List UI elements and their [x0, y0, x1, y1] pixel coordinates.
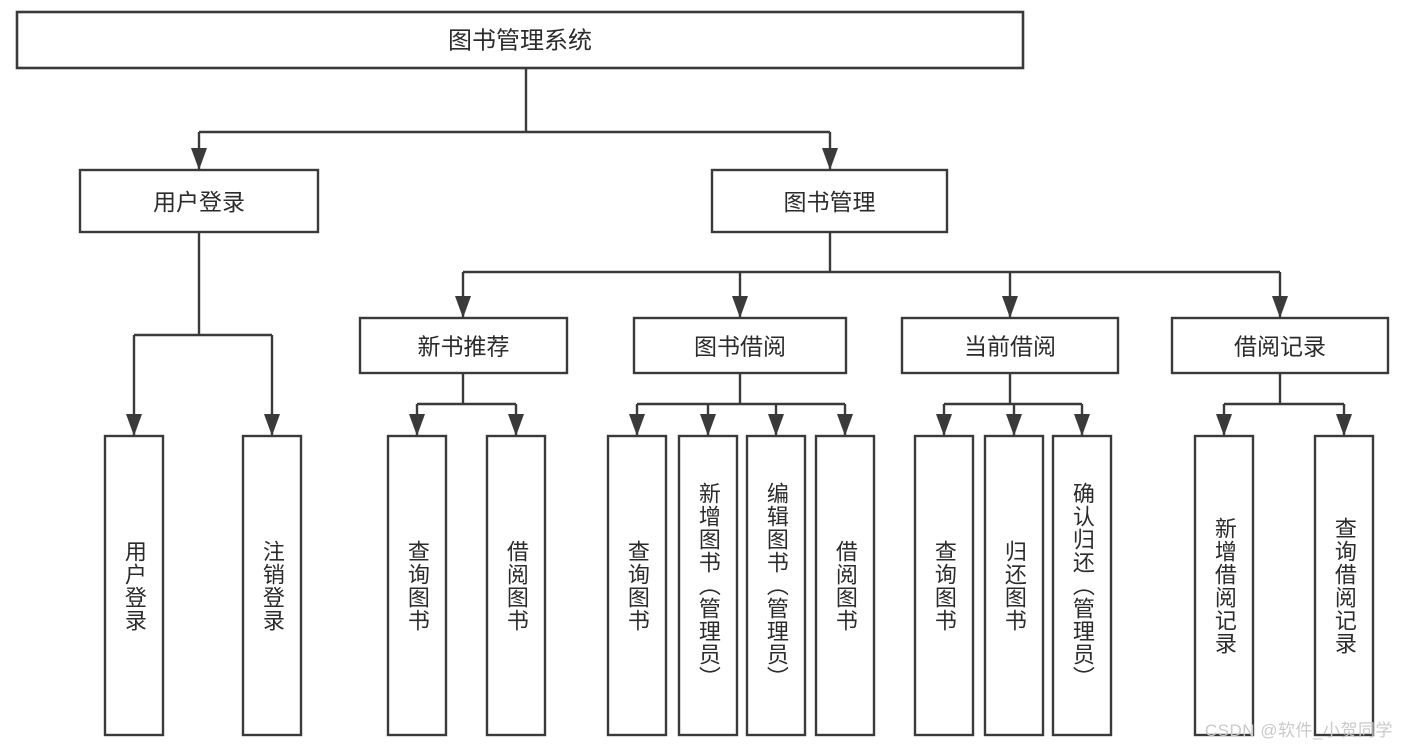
node-box-book-manage[interactable]	[710, 168, 949, 234]
node-leaf-query-book-borrow[interactable]	[606, 434, 668, 737]
node-user-login[interactable]: 用户登录	[78, 168, 320, 234]
node-leaf-add-book-admin[interactable]	[677, 434, 739, 737]
node-box-new-book-recommend[interactable]	[358, 316, 569, 375]
arrow-head-icon	[455, 296, 471, 318]
node-label-book-borrow: 图书借阅	[694, 334, 786, 360]
arrow-head-icon	[700, 414, 716, 436]
arrow-head-icon	[1336, 414, 1352, 436]
node-leaf-query-borrow-record[interactable]	[1313, 434, 1375, 737]
node-leaf-borrow-book-recommend[interactable]	[485, 434, 547, 737]
node-box-book-borrow[interactable]	[632, 316, 848, 375]
node-box-borrow-record[interactable]	[1170, 316, 1390, 375]
node-box-current-borrow[interactable]	[900, 316, 1120, 375]
node-borrow-record[interactable]: 借阅记录	[1170, 316, 1390, 375]
node-leaf-query-book-current[interactable]	[913, 434, 975, 737]
node-box-leaf-borrow-book-recommend[interactable]	[485, 434, 547, 737]
node-book-borrow[interactable]: 图书借阅	[632, 316, 848, 375]
node-book-manage[interactable]: 图书管理	[710, 168, 949, 234]
arrow-head-icon	[264, 414, 280, 436]
arrow-head-icon	[822, 148, 838, 170]
node-label-book-manage: 图书管理	[784, 189, 876, 215]
node-label-current-borrow: 当前借阅	[964, 334, 1056, 360]
node-root[interactable]: 图书管理系统	[15, 10, 1025, 70]
arrow-head-icon	[629, 414, 645, 436]
node-box-leaf-add-borrow-record[interactable]	[1193, 434, 1255, 737]
node-leaf-edit-book-admin[interactable]	[745, 434, 807, 737]
node-current-borrow[interactable]: 当前借阅	[900, 316, 1120, 375]
node-leaf-return-book[interactable]	[983, 434, 1045, 737]
node-label-user-login: 用户登录	[153, 189, 245, 215]
node-label-new-book-recommend: 新书推荐	[418, 334, 510, 360]
arrow-head-icon	[768, 414, 784, 436]
arrow-head-icon	[126, 414, 142, 436]
arrow-head-icon	[732, 296, 748, 318]
node-leaf-add-borrow-record[interactable]	[1193, 434, 1255, 737]
node-box-user-login[interactable]	[78, 168, 320, 234]
node-leaf-logout[interactable]	[241, 434, 303, 737]
node-new-book-recommend[interactable]: 新书推荐	[358, 316, 569, 375]
node-box-leaf-query-book-current[interactable]	[913, 434, 975, 737]
arrow-head-icon	[837, 414, 853, 436]
node-box-leaf-query-book-recommend[interactable]	[386, 434, 448, 737]
node-box-leaf-add-book-admin[interactable]	[677, 434, 739, 737]
node-box-leaf-query-borrow-record[interactable]	[1313, 434, 1375, 737]
arrow-head-icon	[409, 414, 425, 436]
arrow-head-icon	[1272, 296, 1288, 318]
node-box-leaf-logout[interactable]	[241, 434, 303, 737]
arrow-head-icon	[191, 148, 207, 170]
node-leaf-query-book-recommend[interactable]	[386, 434, 448, 737]
arrow-head-icon	[1002, 296, 1018, 318]
arrow-head-icon	[1216, 414, 1232, 436]
connectors-layer	[126, 68, 1352, 436]
node-leaf-user-login[interactable]	[103, 434, 165, 737]
arrow-head-icon	[508, 414, 524, 436]
arrow-head-icon	[1006, 414, 1022, 436]
node-leaf-borrow-book[interactable]	[814, 434, 876, 737]
node-label-borrow-record: 借阅记录	[1234, 334, 1326, 360]
node-label-root: 图书管理系统	[448, 28, 592, 55]
arrow-head-icon	[1074, 414, 1090, 436]
node-box-leaf-user-login[interactable]	[103, 434, 165, 737]
csdn-watermark: CSDN @软件_小贺同学	[1204, 721, 1393, 740]
node-box-leaf-edit-book-admin[interactable]	[745, 434, 807, 737]
node-box-leaf-confirm-return-admin[interactable]	[1051, 434, 1113, 737]
node-box-leaf-query-book-borrow[interactable]	[606, 434, 668, 737]
node-box-root[interactable]	[15, 10, 1025, 70]
node-box-leaf-return-book[interactable]	[983, 434, 1045, 737]
arrow-head-icon	[936, 414, 952, 436]
node-leaf-confirm-return-admin[interactable]	[1051, 434, 1113, 737]
node-box-leaf-borrow-book[interactable]	[814, 434, 876, 737]
